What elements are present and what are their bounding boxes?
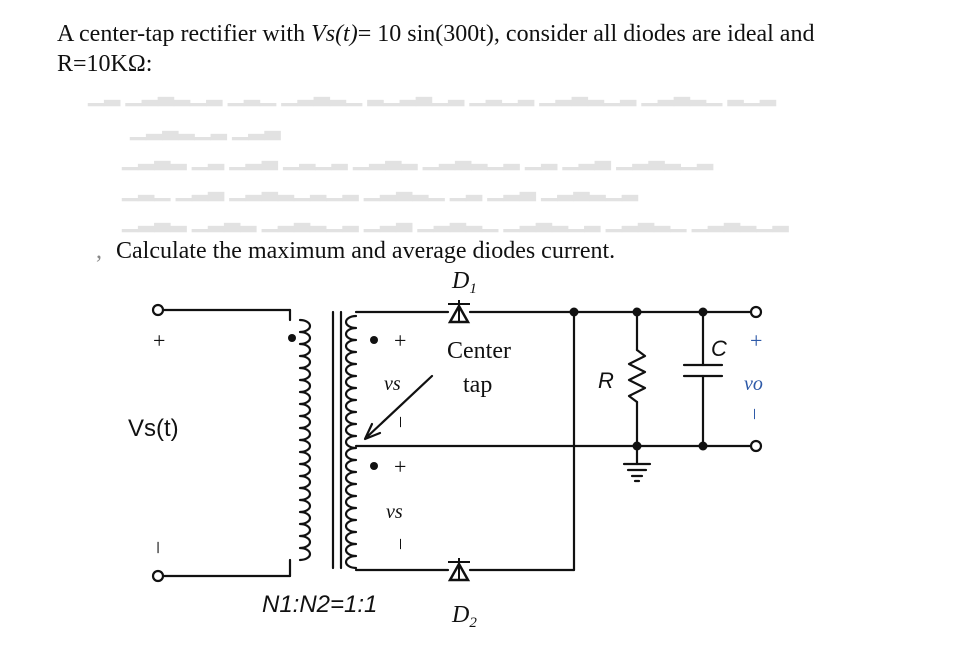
task-bullet: , bbox=[96, 238, 102, 264]
task-text: Calculate the maximum and average diodes… bbox=[116, 238, 616, 264]
input-terminal-bottom bbox=[151, 569, 165, 583]
input-terminal-top bbox=[151, 303, 165, 317]
task-calculate: , Calculate the maximum and average diode… bbox=[96, 238, 615, 265]
center-tap-arrowhead bbox=[363, 422, 382, 441]
node-dot-capacitor-bottom bbox=[698, 441, 708, 451]
resistor-label: R bbox=[598, 368, 614, 393]
output-terminal-bottom bbox=[749, 439, 763, 453]
question-line-1: A center-tap rectifier with Vs(t)= 10 si… bbox=[57, 20, 814, 48]
primary-polarity-dot bbox=[288, 334, 296, 342]
d1-label: D1 bbox=[451, 268, 477, 297]
output-voltage-label: vo bbox=[744, 373, 763, 395]
question-prefix: A center-tap rectifier with bbox=[57, 21, 312, 47]
secondary-bottom-polarity-dot bbox=[370, 462, 378, 470]
secondary-top-polarity-dot bbox=[370, 336, 378, 344]
output-plus-sign: + bbox=[750, 328, 762, 353]
question-vs: Vs(t) bbox=[311, 21, 358, 47]
input-minus-sign: – bbox=[148, 541, 173, 554]
node-dot-top-rail bbox=[569, 307, 579, 317]
secondary-bottom-plus: + bbox=[394, 454, 406, 479]
capacitor-label: C bbox=[711, 336, 727, 361]
faded-line: ▁▂ ▁▂▃▂▁▂ ▁▂▁ ▁▂▃▂▁ ▂▁▂▃▁▂ ▁▂▁▂ ▁▂▃▂▁▂ ▁… bbox=[88, 82, 776, 106]
center-tap-label-line2: tap bbox=[463, 372, 492, 398]
secondary-bottom-vs: vs bbox=[386, 501, 403, 523]
center-tap-label-line1: Center bbox=[447, 338, 511, 364]
output-minus-sign: – bbox=[745, 408, 767, 420]
secondary-top-plus: + bbox=[394, 328, 406, 353]
input-plus-sign: + bbox=[153, 328, 165, 353]
node-dot-resistor-bottom bbox=[632, 441, 642, 451]
secondary-top-minus: – bbox=[391, 416, 413, 428]
faded-line: ▁▂▃▂▁▂ ▁▂▃ bbox=[130, 116, 281, 140]
node-dot-resistor-top bbox=[632, 307, 642, 317]
output-terminal-top bbox=[749, 305, 763, 319]
faded-line: ▁▂▃▂ ▁▂▃▂ ▁▂▃▂▁▂ ▁▂▃ ▁▂▃▂▁ ▁▂▃▂▁▂ ▁▂▃▂▁ … bbox=[122, 208, 789, 232]
faded-line: ▁▂▁ ▁▂▃ ▁▂▃▂▁▂▁▂ ▁▂▃▂▁ ▁▂ ▁▂▃ ▁▂▃▂▁▂ bbox=[122, 177, 638, 201]
resistor-zigzag bbox=[627, 348, 647, 404]
question-line-2: R=10KΩ: bbox=[57, 51, 153, 77]
center-tap-arrow-line bbox=[366, 374, 434, 438]
d2-label: D2 bbox=[451, 602, 477, 631]
turns-ratio-label: N1:N2=1:1 bbox=[262, 591, 377, 618]
source-label-vs: Vs(t) bbox=[128, 415, 179, 442]
question-middle: = 10 sin(300t), consider all diodes are … bbox=[357, 21, 815, 47]
primary-coil bbox=[298, 318, 312, 562]
faded-line: ▁▂▃▂ ▁▂ ▁▂▃ ▁▂▁▂ ▁▂▃▂ ▁▂▃▂▁▂ ▁▂ ▁▂▃ ▁▂▃▂… bbox=[122, 146, 714, 170]
secondary-bottom-minus: – bbox=[391, 538, 413, 550]
node-dot-capacitor-top bbox=[698, 307, 708, 317]
secondary-top-vs: vs bbox=[384, 373, 401, 395]
secondary-coil bbox=[344, 314, 358, 570]
diode-d2 bbox=[447, 558, 471, 582]
diode-d1 bbox=[447, 300, 471, 324]
